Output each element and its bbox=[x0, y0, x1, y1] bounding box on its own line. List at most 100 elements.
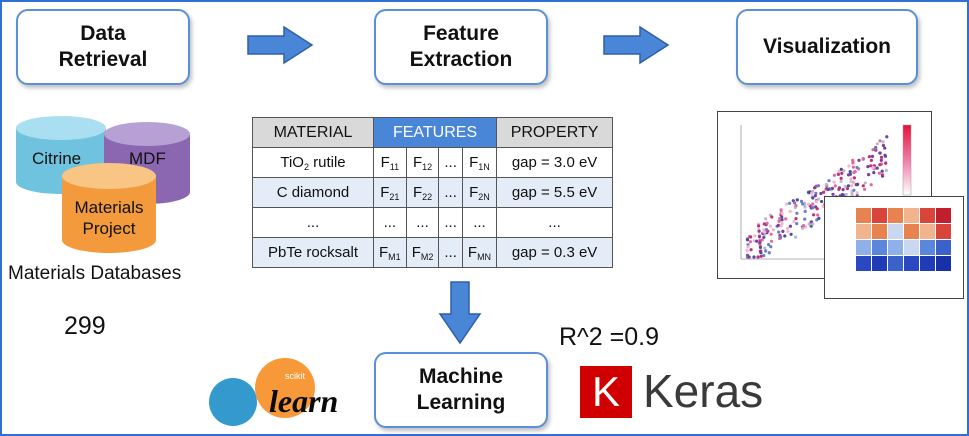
heatmap-cell bbox=[936, 240, 951, 255]
scatter-point bbox=[758, 240, 762, 244]
cell-feature: ... bbox=[461, 207, 498, 238]
scatter-point bbox=[833, 184, 837, 188]
heatmap-cell bbox=[904, 240, 919, 255]
scatter-point bbox=[815, 199, 819, 204]
heatmap-cell bbox=[936, 208, 951, 223]
cell-material: TiO2 rutile bbox=[252, 147, 374, 178]
cell-feature: ... bbox=[438, 207, 463, 238]
scatter-point bbox=[767, 251, 771, 255]
scatter-point bbox=[799, 199, 804, 203]
scatter-point bbox=[866, 165, 870, 169]
table-row: TiO2 rutile F11 F12 ... F1N gap = 3.0 eV bbox=[252, 147, 614, 178]
scatter-point bbox=[811, 222, 815, 226]
scatter-point bbox=[747, 255, 751, 259]
scatter-point bbox=[869, 164, 873, 168]
table-header-row: MATERIAL FEATURES PROPERTY bbox=[252, 117, 614, 148]
scatter-point bbox=[880, 173, 885, 177]
cell-feature: FMN bbox=[461, 237, 498, 268]
scatter-point bbox=[769, 245, 773, 249]
scatter-point bbox=[759, 254, 763, 258]
heatmap-cell bbox=[888, 256, 903, 271]
heatmap-cell bbox=[920, 208, 935, 223]
scatter-point bbox=[836, 172, 840, 176]
scatter-point bbox=[851, 165, 855, 169]
scatter-point bbox=[819, 191, 823, 196]
scatter-point bbox=[848, 170, 852, 174]
scatter-point bbox=[794, 235, 798, 239]
table-row: ... ... ... ... ... ... bbox=[252, 207, 614, 238]
scatter-point bbox=[822, 190, 826, 194]
scatter-point bbox=[758, 245, 762, 249]
scatter-point bbox=[852, 170, 856, 175]
heatmap-cell bbox=[872, 256, 887, 271]
scatter-point bbox=[759, 251, 763, 255]
scatter-point bbox=[745, 238, 750, 242]
scatter-point bbox=[843, 184, 848, 189]
scatter-point bbox=[852, 176, 856, 180]
scatter-point bbox=[816, 213, 820, 217]
scatter-point bbox=[883, 146, 887, 150]
scatter-point bbox=[785, 202, 789, 206]
scatter-point bbox=[763, 246, 767, 250]
heatmap-cell bbox=[936, 256, 951, 271]
scatter-point bbox=[756, 255, 760, 259]
heatmap-cell bbox=[920, 240, 935, 255]
feature-table: MATERIAL FEATURES PROPERTY TiO2 rutile F… bbox=[252, 117, 614, 268]
scatter-point bbox=[817, 216, 821, 220]
scatter-point bbox=[749, 235, 753, 239]
scatter-point bbox=[816, 184, 821, 188]
scatter-point bbox=[765, 228, 769, 232]
scatter-point bbox=[869, 183, 873, 187]
scatter-point bbox=[807, 222, 811, 226]
scatter-point bbox=[877, 171, 881, 175]
scatter-point bbox=[837, 187, 841, 191]
scatter-point bbox=[863, 181, 867, 185]
heatmap-cell bbox=[904, 224, 919, 239]
scatter-point bbox=[803, 209, 807, 213]
scatter-point bbox=[878, 151, 882, 155]
scatter-point bbox=[788, 201, 792, 205]
scatter-point bbox=[821, 204, 825, 208]
scatter-point bbox=[846, 173, 851, 177]
scatter-point bbox=[851, 180, 855, 184]
scatter-point bbox=[884, 161, 888, 165]
scatter-point bbox=[753, 234, 757, 238]
cell-feature: FM2 bbox=[405, 237, 440, 268]
scatter-point bbox=[878, 139, 882, 143]
scatter-point bbox=[851, 158, 855, 162]
scatter-point bbox=[811, 206, 815, 210]
heatmap-cells bbox=[856, 208, 951, 271]
scikit-label: scikit bbox=[285, 371, 305, 381]
cell-feature: ... bbox=[438, 237, 463, 268]
scatter-point bbox=[875, 166, 879, 170]
scatter-point bbox=[770, 239, 774, 243]
scatter-point bbox=[869, 158, 873, 162]
scatter-point bbox=[855, 191, 859, 195]
scatter-point bbox=[803, 205, 807, 209]
cell-feature: F22 bbox=[405, 177, 440, 208]
heatmap-cell bbox=[856, 224, 871, 239]
scatter-point bbox=[781, 229, 785, 233]
scatter-point bbox=[850, 184, 854, 188]
cell-feature: ... bbox=[373, 207, 407, 238]
scatter-point bbox=[803, 217, 807, 221]
heatmap-cell bbox=[856, 240, 871, 255]
scatter-point bbox=[827, 179, 831, 183]
r2-label: R^2 =0.9 bbox=[559, 323, 659, 351]
scatter-point bbox=[816, 197, 820, 201]
cell-feature: FM1 bbox=[373, 237, 407, 268]
machine-learning-box: Machine Learning bbox=[374, 352, 548, 428]
cell-feature: ... bbox=[438, 147, 463, 178]
scatter-point bbox=[851, 161, 855, 165]
scatter-point bbox=[875, 142, 879, 146]
scatter-point bbox=[786, 226, 790, 230]
scatter-point bbox=[765, 221, 769, 225]
heatmap-cell bbox=[920, 224, 935, 239]
cell-property: gap = 3.0 eV bbox=[496, 147, 614, 178]
scatter-point bbox=[778, 217, 782, 221]
scatter-point bbox=[844, 193, 848, 197]
heatmap-cell bbox=[904, 256, 919, 271]
header-material: MATERIAL bbox=[252, 117, 374, 148]
scatter-points bbox=[745, 135, 889, 259]
